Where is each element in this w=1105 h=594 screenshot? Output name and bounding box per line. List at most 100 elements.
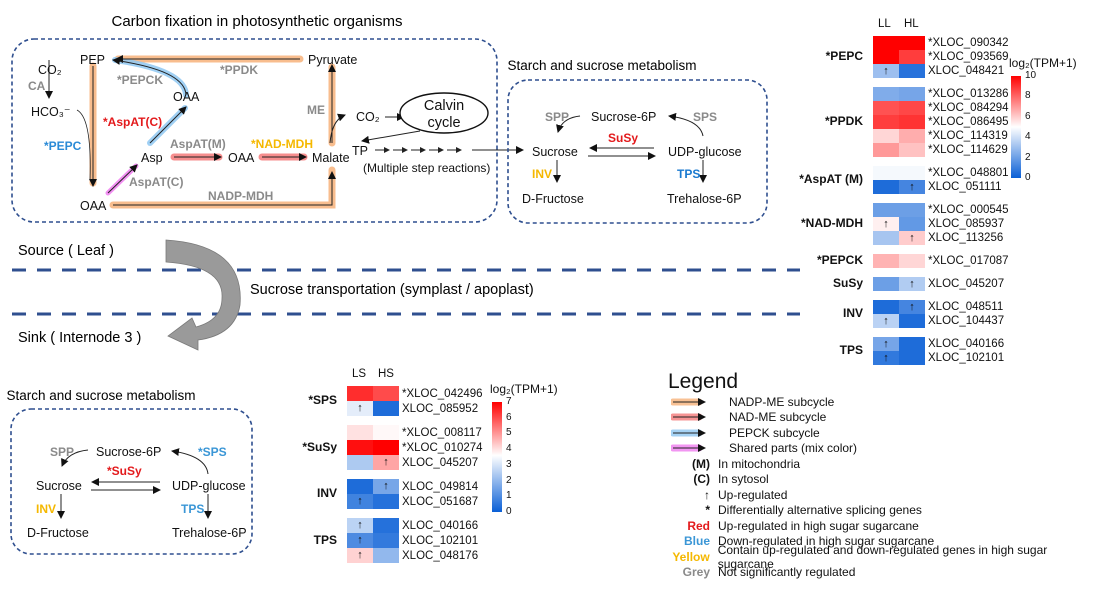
colorbar-tick: 10: [1025, 70, 1037, 81]
heatmap-row: ↑XLOC_049814: [347, 479, 478, 494]
heatmap-row: *XLOC_008117: [347, 425, 482, 440]
heatmap-cell: ↑: [347, 533, 373, 548]
calvin-label-1: Calvin: [424, 98, 464, 114]
heatmap-cell: [373, 386, 399, 401]
legend-item: PEPCK subcycle: [667, 425, 820, 440]
multi-step-label: (Multiple step reactions): [363, 161, 490, 175]
enzyme-pepck: *PEPCK: [117, 73, 163, 87]
gene-id-label: XLOC_045207: [928, 278, 1005, 290]
legend-item: *Differentially alternative splicing gen…: [640, 503, 922, 518]
gene-id-label: XLOC_045207: [402, 456, 479, 469]
aspat-c-up-arrow: [149, 106, 187, 144]
heatmap-cell: [873, 300, 899, 314]
heatmap-cell: [373, 518, 399, 533]
heatmap-row: *XLOC_048801: [873, 166, 1009, 180]
colorbar-title: log₂(TPM+1): [1009, 56, 1077, 70]
heatmap-cell: ↑: [873, 64, 899, 78]
gene-group-label: INV: [316, 486, 337, 500]
node-pyruvate: Pyruvate: [308, 53, 357, 67]
legend-label: Down-regulated in high sugar sugarcane: [718, 534, 935, 548]
heatmap-row: *XLOC_093569: [873, 50, 1009, 64]
heatmap-row: ↑XLOC_040166: [873, 337, 1004, 351]
sink-enzyme-inv: INV: [36, 502, 56, 516]
legend-label: Shared parts (mix color): [729, 441, 858, 455]
heatmap-cell: [347, 386, 373, 401]
legend-label: Not significantly regulated: [718, 565, 856, 579]
up-regulated-arrow-icon: ↑: [909, 232, 915, 244]
sink-node-sucrose: Sucrose: [36, 479, 82, 493]
colorbar-tick: 2: [1025, 151, 1031, 163]
heatmap-row: ↑ XLOC_045207: [873, 277, 1004, 291]
heatmap-cell: [873, 231, 899, 245]
gene-group-label: *NAD-MDH: [801, 216, 863, 230]
carbon-fixation-box: [11, 38, 498, 223]
legend-item: ↑Up-regulated: [640, 487, 787, 502]
calvin-cycle-ellipse: [399, 92, 489, 134]
colorbar-tick: 7: [506, 396, 512, 407]
heatmap-row: ↑XLOC_085952: [347, 401, 478, 416]
up-regulated-arrow-icon: ↑: [883, 352, 889, 364]
heatmap-cell: [899, 166, 925, 180]
sink-enzyme-susy: *SuSy: [107, 464, 142, 478]
up-regulated-arrow-icon: ↑: [909, 278, 915, 290]
source-label: Source ( Leaf ): [18, 243, 114, 259]
heatmap-cell: [899, 143, 925, 157]
co2-release-arrow: [329, 113, 346, 144]
column-header-hs: HS: [378, 368, 394, 380]
carbon-fixation-title: Carbon fixation in photosynthetic organi…: [112, 13, 403, 30]
colorbar-tick: 3: [506, 458, 512, 470]
column-header-ls: LS: [352, 368, 367, 380]
node-pep: PEP: [80, 53, 105, 67]
legend-label: Up-regulated: [718, 487, 788, 502]
legend-key: (M): [692, 456, 710, 471]
heatmap-cell: ↑: [347, 494, 373, 509]
colorbar-tick: 0: [506, 506, 512, 517]
legend-title: Legend: [668, 370, 739, 393]
colorbar-tick: 5: [506, 427, 512, 439]
heatmap-cell: [873, 277, 899, 291]
sink-enzyme-spp: SPP: [50, 445, 74, 459]
gene-id-label: *XLOC_010274: [402, 441, 483, 454]
enzyme-nad-mdh: *NAD-MDH: [251, 137, 313, 151]
heatmap-row: *XLOC_000545: [873, 203, 1009, 217]
legend-label: In mitochondria: [718, 456, 801, 471]
heatmap-cell: ↑: [873, 217, 899, 231]
calvin-label-2: cycle: [427, 115, 460, 131]
heatmap-cell: [347, 455, 373, 470]
heatmap-cell: [899, 314, 925, 328]
colorbar-tick: 4: [1025, 131, 1031, 143]
heatmap-cell: [873, 87, 899, 101]
gene-id-label: XLOC_104437: [928, 315, 1005, 327]
heatmap-cell: [373, 401, 399, 416]
heatmap-cell: [899, 351, 925, 365]
column-header-hl: HL: [904, 18, 919, 30]
heatmap-cell: ↑: [873, 337, 899, 351]
node-co2: CO₂: [38, 63, 62, 77]
source-enzyme-spp: SPP: [545, 110, 569, 124]
up-regulated-arrow-icon: ↑: [357, 495, 363, 507]
sink-node-trehalose-6p: Trehalose-6P: [172, 526, 247, 540]
heatmap-cell: [899, 254, 925, 268]
gene-group-label: TPS: [839, 343, 863, 357]
heatmap-row: *XLOC_090342: [873, 36, 1009, 50]
heatmap-row: ↑XLOC_102101: [347, 533, 478, 548]
source-node-d-fructose: D-Fructose: [522, 192, 584, 206]
enzyme-me: ME: [307, 103, 325, 117]
gene-id-label: *XLOC_093569: [928, 51, 1009, 63]
node-hco3: HCO₃⁻: [31, 105, 70, 119]
heatmap-cell: [899, 203, 925, 217]
heatmap-cell: [899, 64, 925, 78]
source-node-udp-glucose: UDP-glucose: [668, 145, 742, 159]
gene-group-label: *PEPC: [825, 49, 863, 63]
transport-label: Sucrose transportation (symplast / apopl…: [250, 282, 534, 298]
sink-node-udp-glucose: UDP-glucose: [172, 479, 246, 493]
gene-id-label: XLOC_048176: [402, 549, 479, 562]
legend-label: Differentially alternative splicing gene…: [718, 503, 922, 517]
heatmap-cell: [899, 101, 925, 115]
node-asp: Asp: [141, 151, 163, 165]
gene-group-label: *AspAT (M): [799, 172, 863, 186]
heatmap-row: ↑XLOC_048176: [347, 548, 478, 563]
source-node-sucrose-6p: Sucrose-6P: [591, 110, 656, 124]
legend-arrow-icon: [667, 442, 707, 454]
